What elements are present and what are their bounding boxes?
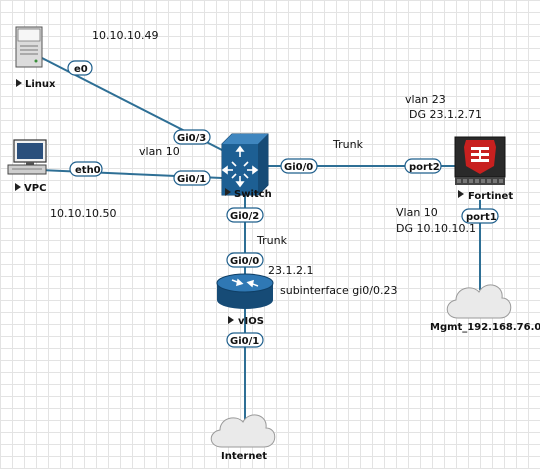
node-linux[interactable]: Linux: [15, 26, 56, 90]
node-vpc[interactable]: VPC: [7, 139, 47, 194]
svg-text:Gi0/2: Gi0/2: [230, 211, 259, 222]
play-marker-icon: [228, 316, 234, 324]
node-label-linux: Linux: [25, 79, 56, 90]
cloud-icon: [210, 414, 276, 448]
annotation-linux-ip: 10.10.10.49: [92, 29, 158, 42]
svg-text:port2: port2: [409, 162, 440, 173]
play-marker-icon: [15, 183, 21, 191]
node-label-vpc: VPC: [24, 183, 46, 194]
node-label-internet: Internet: [221, 451, 267, 462]
switch-icon: [221, 133, 269, 196]
port-switch-gi02[interactable]: Gi0/2: [226, 207, 264, 223]
play-marker-icon: [458, 190, 464, 198]
port-labels: e0 eth0 Gi0/3 Gi0/1 Gi0/0 Gi0/2 port2 p: [67, 60, 499, 348]
port-switch-gi01[interactable]: Gi0/1: [173, 170, 211, 186]
annotation-vlan23: vlan 23: [405, 93, 446, 106]
node-switch[interactable]: Switch: [221, 133, 272, 200]
fortinet-firewall-icon: [454, 136, 506, 185]
play-marker-icon: [16, 79, 22, 87]
node-fortinet[interactable]: Fortinet: [454, 136, 513, 202]
annotation-trunk-mid: Trunk: [256, 234, 288, 247]
node-label-vios: vIOS: [238, 316, 264, 327]
svg-text:Gi0/1: Gi0/1: [230, 336, 259, 347]
port-fortinet-port1[interactable]: port1: [461, 208, 499, 224]
port-vios-gi00[interactable]: Gi0/0: [226, 252, 264, 268]
port-fortinet-port2[interactable]: port2: [404, 158, 442, 174]
node-internet[interactable]: Internet: [210, 414, 276, 462]
port-switch-gi03[interactable]: Gi0/3: [173, 129, 211, 145]
annotation-vlan10-fortinet: Vlan 10: [396, 206, 438, 219]
router-icon: [216, 273, 274, 309]
svg-text:Gi0/0: Gi0/0: [230, 256, 259, 267]
annotations: 10.10.10.49 10.10.10.50 vlan 10 Trunk vl…: [50, 29, 482, 297]
node-label-mgmt: Mgmt_192.168.76.0: [430, 322, 540, 333]
port-vpc-eth0[interactable]: eth0: [69, 161, 103, 177]
play-marker-icon: [225, 188, 231, 196]
annotation-vpc-ip: 10.10.10.50: [50, 207, 116, 220]
annotation-subinterface: subinterface gi0/0.23: [280, 284, 397, 297]
node-mgmt[interactable]: Mgmt_192.168.76.0: [430, 284, 540, 333]
annotation-trunk-top: Trunk: [332, 138, 364, 151]
port-vios-gi01[interactable]: Gi0/1: [226, 332, 264, 348]
cloud-icon: [446, 284, 512, 319]
port-switch-gi00[interactable]: Gi0/0: [280, 158, 318, 174]
svg-text:eth0: eth0: [75, 165, 101, 176]
node-vios[interactable]: vIOS: [216, 273, 274, 327]
svg-text:Gi0/1: Gi0/1: [177, 174, 206, 185]
svg-text:Gi0/0: Gi0/0: [284, 162, 313, 173]
annotation-vlan10-switch: vlan 10: [139, 145, 180, 158]
node-label-switch: Switch: [234, 189, 272, 200]
server-icon: [15, 26, 43, 68]
port-linux-e0[interactable]: e0: [67, 60, 93, 76]
pc-icon: [7, 139, 47, 175]
node-label-fortinet: Fortinet: [468, 191, 513, 202]
annotation-vios-ip: 23.1.2.1: [268, 264, 313, 277]
annotation-dg23: DG 23.1.2.71: [409, 108, 482, 121]
annotation-dg10: DG 10.10.10.1: [396, 222, 476, 235]
svg-text:Gi0/3: Gi0/3: [177, 133, 206, 144]
svg-text:port1: port1: [466, 212, 497, 223]
svg-text:e0: e0: [74, 64, 88, 75]
